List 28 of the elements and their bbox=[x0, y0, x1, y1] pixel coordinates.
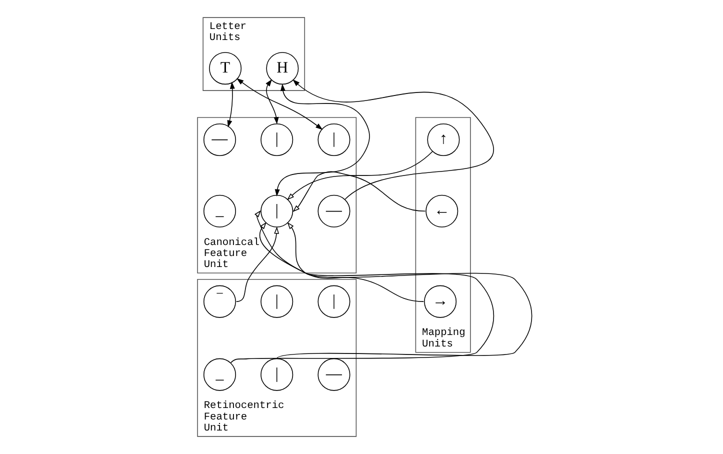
node-circle: _ bbox=[203, 358, 236, 391]
arrow bbox=[266, 79, 279, 124]
node-circle: — bbox=[203, 123, 236, 156]
node-circle: — bbox=[318, 358, 350, 391]
arrow bbox=[287, 151, 433, 200]
node-circle: → bbox=[424, 285, 457, 318]
arrow bbox=[227, 82, 235, 128]
node-circle: | bbox=[260, 358, 294, 391]
node-circle: ↑ bbox=[427, 123, 460, 156]
node-circle: T bbox=[209, 52, 242, 85]
arrow bbox=[254, 210, 424, 302]
node-circle: | bbox=[318, 123, 350, 156]
node-circle: | bbox=[260, 194, 294, 228]
arrow bbox=[274, 84, 370, 196]
node-circle: H bbox=[266, 52, 299, 85]
node-circle: _ bbox=[203, 194, 236, 228]
arrow bbox=[292, 79, 494, 200]
arrow bbox=[236, 78, 323, 130]
arrow bbox=[230, 222, 494, 364]
node-circle: | bbox=[260, 285, 294, 318]
arrow bbox=[236, 226, 280, 302]
node-circle: ← bbox=[426, 194, 458, 228]
node-circle: — bbox=[318, 194, 350, 228]
node-circle: | bbox=[260, 123, 294, 156]
arrow bbox=[276, 222, 532, 360]
node-circle: | bbox=[318, 285, 350, 318]
node-circle: ‾ bbox=[203, 285, 236, 318]
arrow bbox=[292, 171, 426, 212]
